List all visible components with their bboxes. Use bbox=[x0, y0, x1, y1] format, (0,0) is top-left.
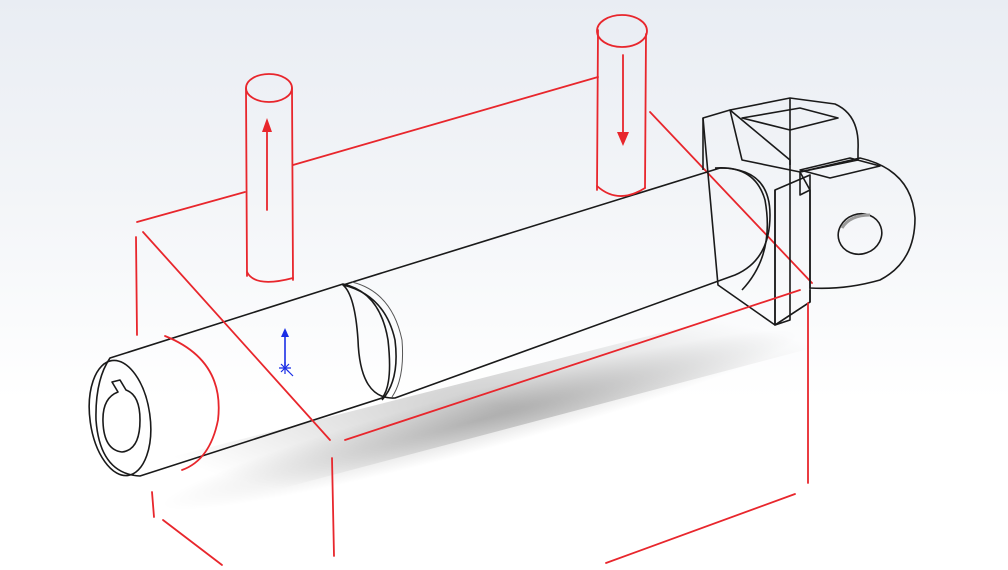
sketch-back-lines[interactable] bbox=[135, 76, 813, 336]
shaft-end-face[interactable] bbox=[82, 356, 158, 479]
sketch-front-lines[interactable] bbox=[142, 231, 809, 566]
clevis-pin-hole[interactable] bbox=[832, 208, 887, 261]
force-cylinder-left[interactable] bbox=[245, 73, 294, 283]
shaft-large-section[interactable] bbox=[342, 167, 771, 401]
arrow-down-icon bbox=[617, 54, 629, 146]
shaft-small-section[interactable] bbox=[82, 283, 391, 480]
coordinate-triad-icon bbox=[279, 328, 294, 377]
ground-shadow bbox=[120, 300, 880, 511]
force-cylinder-right[interactable] bbox=[596, 14, 648, 197]
split-line-arc[interactable] bbox=[164, 335, 220, 471]
clevis-end[interactable] bbox=[702, 97, 916, 326]
arrow-up-icon bbox=[262, 118, 272, 211]
